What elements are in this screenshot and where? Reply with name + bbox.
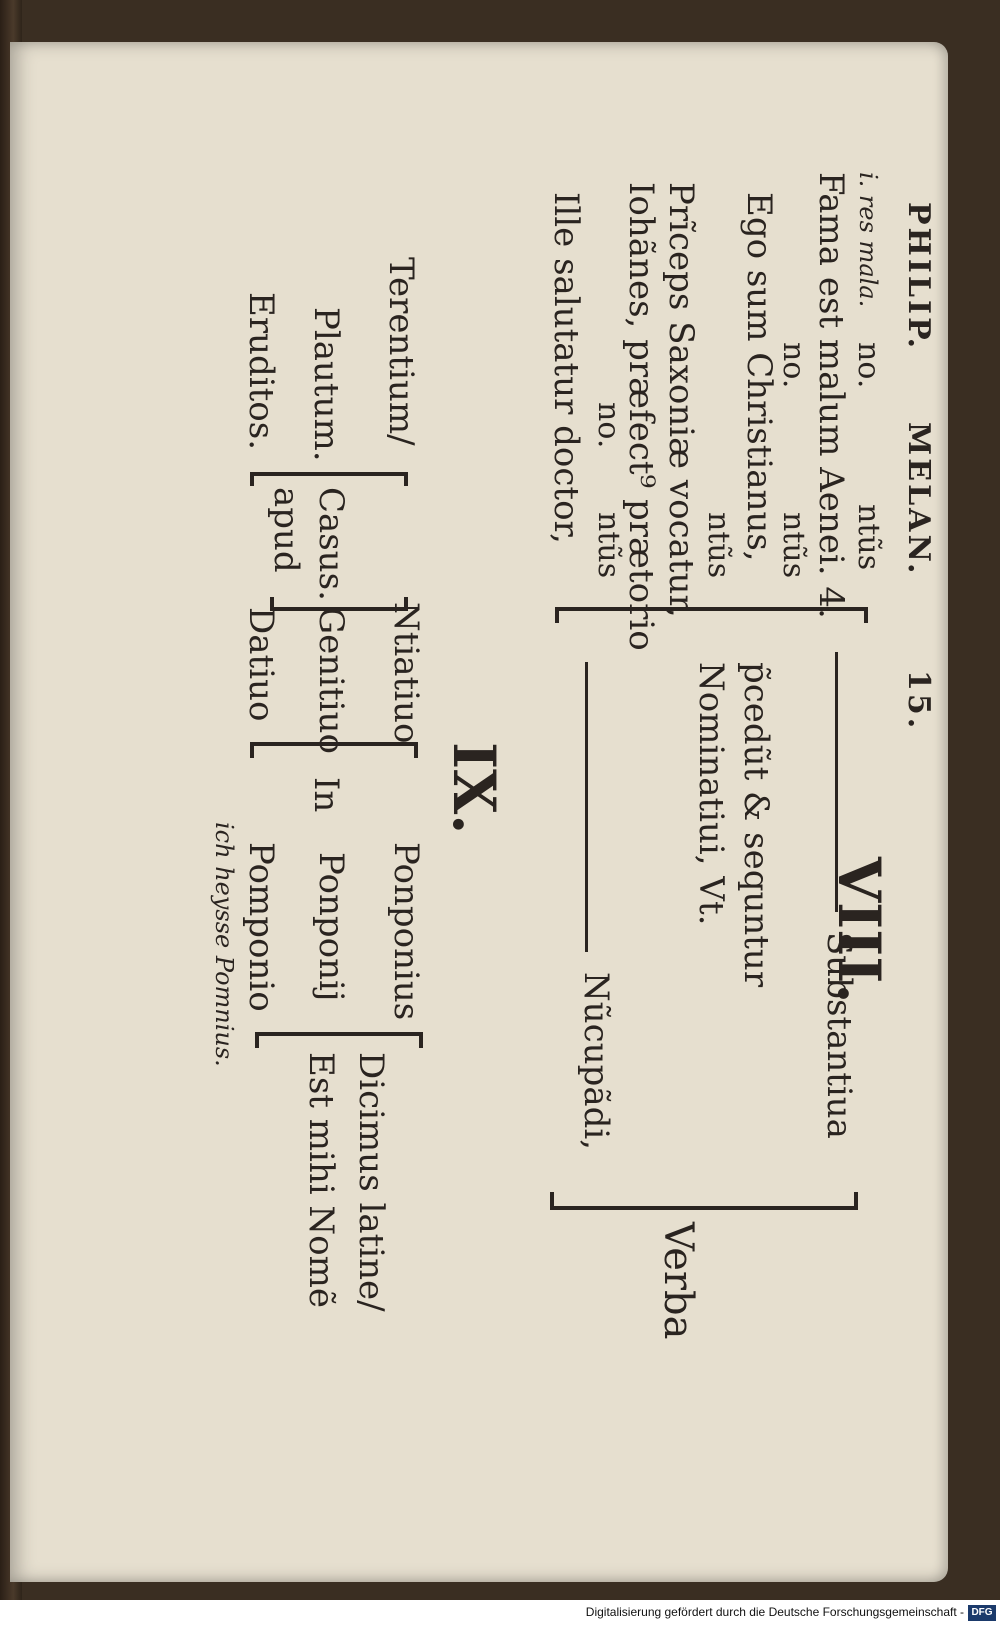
name-brace [255,1032,423,1048]
ponponij-text: Ponponij [311,852,351,1002]
ex3-case: ntũs [701,512,736,579]
ntiatiuo-text: Ntiatiuo [386,602,426,744]
ex3-text: Prĩceps Saxoniæ vocatur, [661,182,701,618]
connector-line [835,652,838,912]
ex1-text: Fama est malum Aenei. 4. [811,172,851,619]
verba-label: Verba [655,1222,701,1340]
footer-credit: Digitalisierung gefördert durch die Deut… [585,1605,964,1619]
eruditos-text: Eruditos. [241,292,281,450]
pomponio-text: Pomponio [241,842,281,1012]
page-number: 15. [901,670,936,732]
handwritten-note: ich heysse Pomnius. [210,822,238,1067]
ex4-text: Iohãnes, præfect⁹ prætorio [621,182,661,651]
datiuo-text: Datiuo [241,607,281,722]
plautum-text: Plautum. [306,307,346,462]
nucupadi-label: Nũcupãdi, [576,972,616,1151]
ponponius-text: Ponponius [386,842,426,1021]
pcedut-text: p̃cedũt & sequntur [736,662,776,988]
casus-text: Casus. [311,487,351,601]
ex2-case: ntũs [776,512,811,579]
ex2-case2: no. [776,342,811,389]
genitiuo-text: Genitiuo [311,607,351,754]
ex1-case2: no. [851,342,886,389]
header-left: PHILIP. [901,202,936,352]
ex2-text: Ego sum Christianus, [739,192,779,562]
header-center: MELAN. [901,422,936,577]
rotated-page-content: PHILIP. MELAN. 15. VIII. Verba Substanti… [10,42,948,1582]
section-numeral-ix: IX. [440,742,508,835]
verba-brace [550,1192,858,1210]
in-text: In [306,777,346,813]
dicimus-text: Dicimus latine/ [351,1052,391,1312]
substantiua-label: Substantiua [819,932,859,1139]
terentium-text: Terentium/ [381,257,421,446]
apud-text: apud [266,487,306,573]
connector-line [585,662,588,952]
dfg-logo: DFG [968,1605,996,1621]
ex1-gloss: i. res mala. [854,172,882,308]
est-mihi-text: Est mihi Nomẽ [301,1052,341,1309]
ex1-case: ntũs [851,504,886,571]
ex5-text: Ille salutatur doctor, [546,192,586,544]
book-page [10,42,948,1582]
ex4-case2: no. [591,402,626,449]
ex4-case: ntũs [591,512,626,579]
nominatiui-text: Nominatiui, Vt. [691,662,731,926]
footer-bar: Digitalisierung gefördert durch die Deut… [0,1600,1000,1626]
authors-brace [250,472,408,486]
